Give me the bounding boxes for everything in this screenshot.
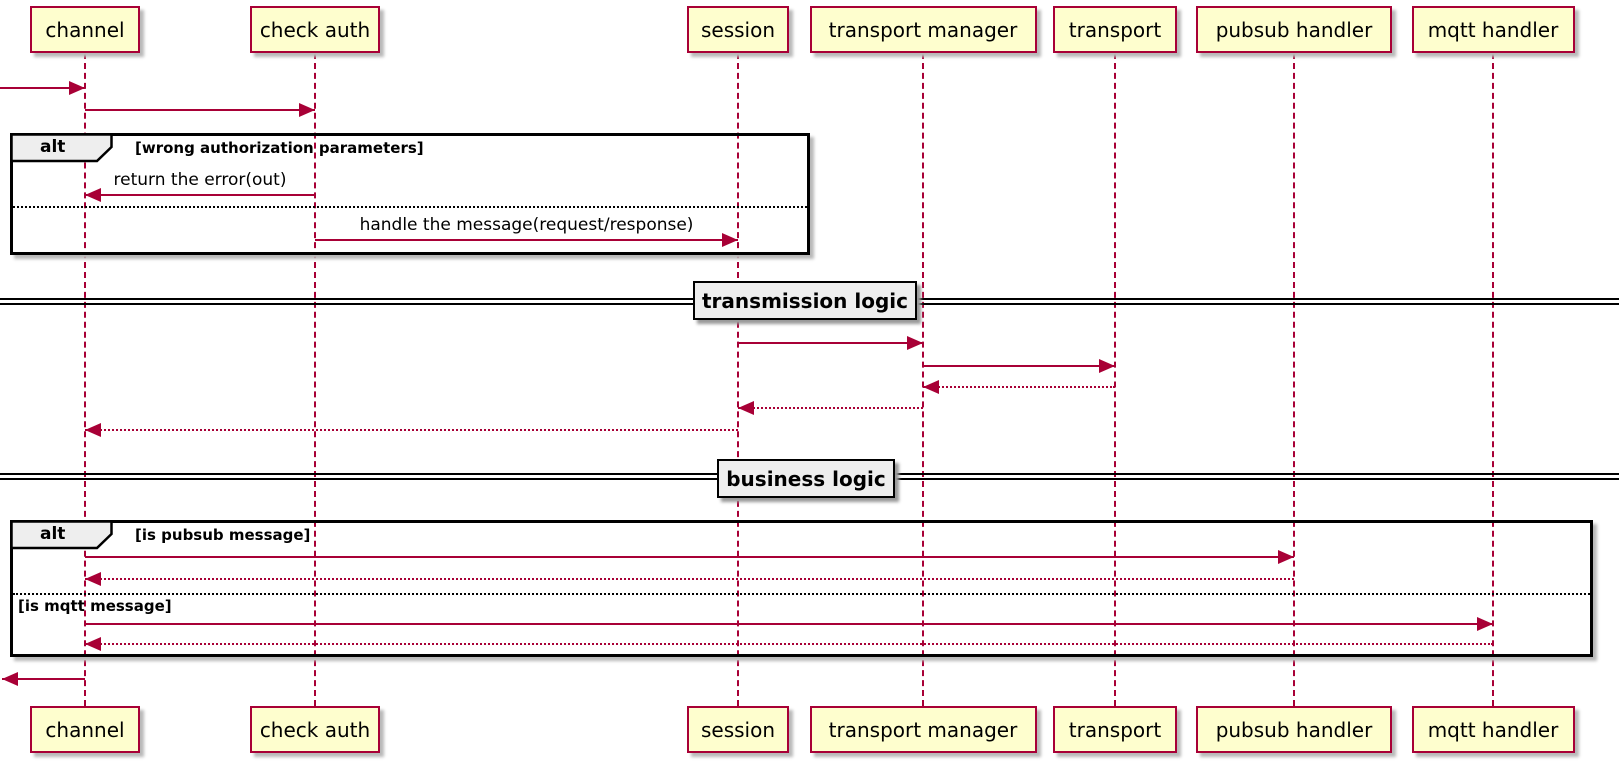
message-line-pubsub-handler-return — [85, 578, 1294, 580]
participant-bottom-mqtt-handler: mqtt handler — [1411, 706, 1575, 753]
alt-tab-shape — [10, 133, 113, 163]
message-line-transport-manager-return — [738, 407, 923, 409]
arrowhead-transport-manager-to-transport — [1099, 359, 1115, 373]
participant-top-channel: channel — [30, 6, 140, 53]
lifeline-pubsub-handler — [1293, 53, 1295, 706]
arrowhead-check-auth-return-error — [85, 188, 101, 202]
arrowhead-external-to-channel — [69, 81, 85, 95]
message-line-session-return-to-channel — [85, 429, 738, 431]
message-label-check-auth-return-error: return the error(out) — [113, 170, 287, 190]
arrowhead-session-return-to-channel — [85, 423, 101, 437]
arrowhead-channel-to-pubsub-handler — [1278, 550, 1294, 564]
message-line-channel-to-check-auth — [85, 109, 315, 111]
arrowhead-channel-to-mqtt-handler — [1477, 617, 1493, 631]
divider-label-transmission-logic: transmission logic — [693, 281, 917, 320]
alt-frame-1 — [10, 133, 810, 255]
arrowhead-channel-to-check-auth — [299, 103, 315, 117]
frame-condition-label: [is pubsub message] — [135, 526, 311, 544]
alt-frame-2 — [10, 520, 1593, 657]
alt-frame-tab — [10, 520, 114, 550]
message-label-check-auth-handle-message: handle the message(request/response) — [359, 215, 694, 235]
arrowhead-check-auth-handle-message — [722, 233, 738, 247]
frame-else-label: [is mqtt message] — [18, 597, 172, 615]
lifeline-mqtt-handler — [1492, 53, 1494, 706]
frame-else-line — [13, 593, 1590, 595]
arrowhead-session-to-transport-manager — [907, 336, 923, 350]
message-line-channel-to-external — [2, 678, 85, 680]
message-line-channel-to-mqtt-handler — [85, 623, 1493, 625]
lifeline-channel — [84, 53, 86, 706]
participant-top-check-auth: check auth — [250, 6, 380, 53]
message-line-session-to-transport-manager — [738, 342, 923, 344]
alt-frame-tab — [10, 133, 114, 163]
message-line-external-to-channel — [0, 87, 85, 89]
participant-bottom-check-auth: check auth — [250, 706, 380, 753]
arrowhead-transport-manager-return — [738, 401, 754, 415]
divider-label-business-logic: business logic — [717, 459, 895, 498]
frame-condition-label: [wrong authorization parameters] — [135, 139, 424, 157]
alt-frame-tab-label: alt — [40, 137, 66, 157]
lifeline-transport — [1114, 53, 1116, 706]
message-line-check-auth-handle-message — [315, 239, 738, 241]
participant-top-transport-manager: transport manager — [809, 6, 1037, 53]
participant-bottom-transport-manager: transport manager — [809, 706, 1037, 753]
participant-top-session: session — [687, 6, 789, 53]
lifeline-check-auth — [314, 53, 316, 706]
frame-else-line — [13, 206, 807, 208]
arrowhead-mqtt-handler-return — [85, 637, 101, 651]
participant-bottom-transport: transport — [1053, 706, 1177, 753]
arrowhead-channel-to-external — [2, 672, 18, 686]
participant-top-pubsub-handler: pubsub handler — [1196, 6, 1392, 53]
participant-bottom-session: session — [687, 706, 789, 753]
message-line-mqtt-handler-return — [85, 643, 1493, 645]
message-line-check-auth-return-error — [85, 194, 315, 196]
lifeline-session — [737, 53, 739, 706]
arrowhead-transport-return — [923, 380, 939, 394]
arrowhead-pubsub-handler-return — [85, 572, 101, 586]
alt-frame-tab-label: alt — [40, 524, 66, 544]
participant-top-mqtt-handler: mqtt handler — [1411, 6, 1575, 53]
participant-bottom-pubsub-handler: pubsub handler — [1196, 706, 1392, 753]
message-line-channel-to-pubsub-handler — [85, 556, 1294, 558]
message-line-transport-manager-to-transport — [923, 365, 1115, 367]
participant-top-transport: transport — [1053, 6, 1177, 53]
message-line-transport-return — [923, 386, 1115, 388]
lifeline-transport-manager — [922, 53, 924, 706]
participant-bottom-channel: channel — [30, 706, 140, 753]
alt-tab-shape — [10, 520, 113, 550]
